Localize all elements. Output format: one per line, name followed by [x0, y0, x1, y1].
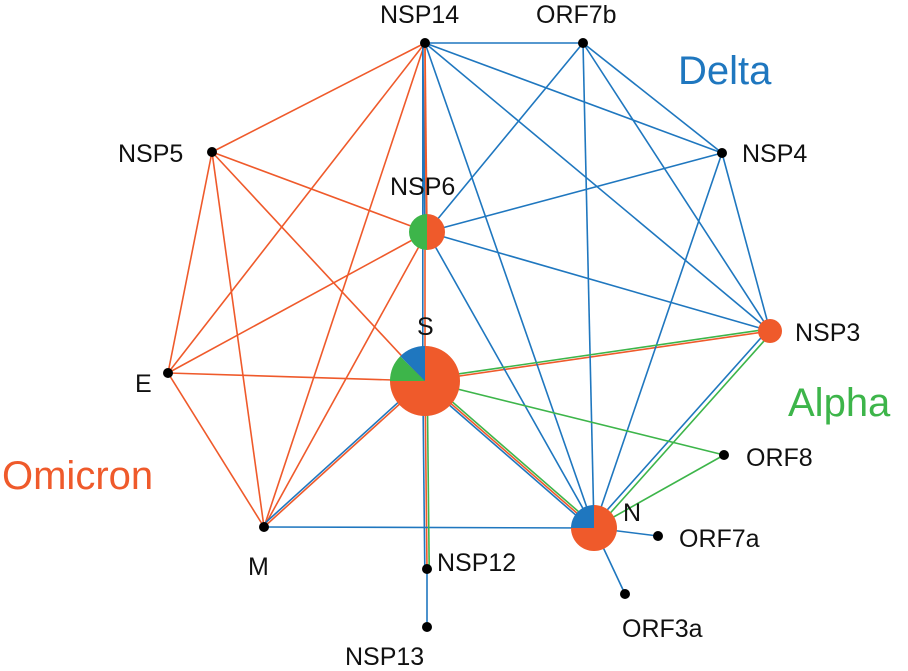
omicron-edge-S-NSP3 — [424, 330, 771, 382]
pie-node-S — [390, 346, 460, 416]
node-dot-E — [163, 368, 173, 378]
delta-edge-NSP3-N — [591, 329, 769, 528]
delta-edge-NSP6-N — [426, 231, 595, 529]
delta-edge-ORF7b-NSP6 — [426, 42, 584, 233]
node-dot-M — [259, 522, 269, 532]
node-label-NSP3: NSP3 — [795, 319, 860, 347]
omicron-edge-NSP14-E — [167, 42, 426, 374]
alpha-edge-S-NSP3 — [424, 328, 770, 380]
omicron-edge-E-M — [167, 372, 265, 528]
group-label-delta: Delta — [678, 49, 772, 93]
node-dot-ORF3a — [620, 589, 630, 599]
omicron-edge-M-NSP6 — [263, 231, 428, 528]
alpha-edge-NSP3-N — [595, 331, 773, 530]
omicron-edge-NSP14-NSP5 — [211, 42, 426, 153]
node-label-ORF7b: ORF7b — [536, 1, 617, 29]
node-layer — [163, 38, 782, 632]
node-dot-NSP14 — [420, 38, 430, 48]
pie-slice-NSP3-omicron — [758, 319, 782, 343]
omicron-edge-S-N — [424, 380, 595, 529]
alpha-edges — [424, 328, 773, 569]
omicron-edge-E-NSP6 — [167, 231, 428, 374]
alpha-edge-ORF8-N — [593, 454, 725, 529]
omicron-edge-NSP5-E — [167, 151, 213, 374]
pie-slice-NSP6-alpha — [409, 214, 427, 250]
delta-edge-NSP6-NSP3 — [426, 231, 771, 332]
pie-slice-S-alpha — [390, 356, 425, 381]
omicron-edge-M-S — [263, 380, 426, 528]
delta-edges — [261, 42, 771, 627]
omicron-edge-NSP5-NSP6 — [211, 151, 428, 233]
node-dot-NSP12 — [422, 564, 432, 574]
node-dot-ORF7a — [653, 531, 663, 541]
node-label-NSP14: NSP14 — [380, 1, 459, 29]
node-label-NSP12: NSP12 — [437, 549, 516, 577]
node-label-S: S — [417, 313, 434, 341]
delta-edge-S-M — [261, 378, 425, 526]
delta-edge-ORF7b-NSP4 — [582, 42, 723, 154]
delta-edge-NSP14-NSP4 — [424, 42, 723, 154]
node-dot-NSP13 — [422, 622, 432, 632]
alpha-edge-S-N — [425, 378, 596, 527]
omicron-edge-NSP14-M — [263, 42, 426, 528]
node-label-NSP4: NSP4 — [742, 140, 807, 168]
delta-edge-S-N — [423, 382, 594, 531]
node-dot-ORF8 — [719, 450, 729, 460]
omicron-edge-E-S — [167, 372, 426, 382]
pie-node-NSP3 — [758, 319, 782, 343]
group-label-omicron: Omicron — [2, 454, 153, 498]
pie-node-N — [571, 505, 617, 551]
node-label-N: N — [623, 499, 641, 527]
node-label-ORF7a: ORF7a — [679, 525, 760, 553]
omicron-edge-NSP5-S — [211, 151, 426, 382]
variant-legend: Delta Alpha Omicron — [2, 49, 891, 498]
pie-slice-S-delta — [400, 346, 425, 381]
omicron-edge-NSP5-M — [211, 151, 265, 528]
delta-edge-ORF7b-NSP3 — [582, 42, 771, 332]
node-label-E: E — [135, 370, 152, 398]
node-dot-ORF7b — [578, 38, 588, 48]
delta-edge-NSP4-N — [593, 152, 723, 529]
node-label-NSP6: NSP6 — [390, 173, 455, 201]
pie-node-NSP6 — [409, 214, 445, 250]
delta-edge-ORF7b-N — [582, 42, 595, 529]
node-label-ORF8: ORF8 — [746, 444, 813, 472]
delta-edge-NSP4-NSP6 — [426, 152, 723, 233]
node-label-M: M — [248, 553, 269, 581]
node-label-NSP5: NSP5 — [118, 140, 183, 168]
node-label-ORF3a: ORF3a — [622, 615, 703, 643]
pie-slice-NSP6-omicron — [427, 214, 445, 250]
node-dot-NSP4 — [717, 148, 727, 158]
node-dot-NSP5 — [207, 147, 217, 157]
delta-edge-NSP14-N — [424, 42, 595, 529]
label-layer: NSP14 ORF7b NSP4 NSP3 ORF8 N ORF7a ORF3a… — [118, 1, 860, 671]
pie-slice-N-delta — [571, 505, 594, 528]
node-label-NSP13: NSP13 — [345, 643, 424, 671]
delta-edge-NSP4-NSP3 — [721, 152, 771, 332]
group-label-alpha: Alpha — [788, 381, 891, 425]
